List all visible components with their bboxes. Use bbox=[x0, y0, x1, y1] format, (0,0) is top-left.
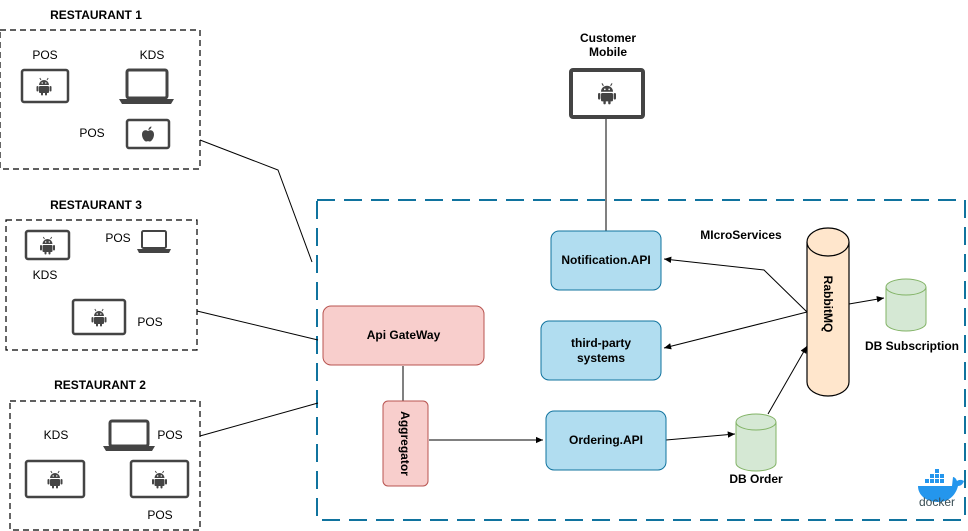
restaurant-1-label-pos: POS bbox=[32, 48, 57, 62]
restaurant-3-title: RESTAURANT 3 bbox=[50, 198, 142, 212]
dborder-rabbitmq-arrow bbox=[767, 345, 808, 415]
third-party-label-line2: systems bbox=[577, 351, 625, 365]
restaurant-2-label-pos: POS bbox=[157, 428, 182, 442]
restaurant-1-boundary bbox=[0, 29, 201, 170]
rabbitmq-thirdparty-arrow bbox=[663, 311, 808, 350]
notification-api-label: Notification.API bbox=[561, 253, 650, 267]
laptop-icon bbox=[137, 230, 171, 253]
connectors bbox=[196, 119, 885, 444]
customer-label-line1: Customer bbox=[580, 31, 636, 45]
third-party-node: third-party systems bbox=[540, 320, 662, 381]
aggregator-label: Aggregator bbox=[398, 411, 412, 476]
tablet-android-icon bbox=[24, 459, 86, 499]
api-gateway-node: Api GateWay bbox=[322, 305, 485, 366]
restaurant-2-connector bbox=[199, 402, 319, 437]
customer-mobile-group: Customer Mobile bbox=[569, 31, 645, 119]
restaurant-2-label-pos-2: POS bbox=[147, 508, 172, 522]
db-subscription-label: DB Subscription bbox=[865, 339, 959, 353]
tablet-android-icon bbox=[569, 68, 645, 119]
tablet-android-icon bbox=[71, 298, 127, 336]
microservices-label: MIcroServices bbox=[700, 228, 782, 242]
docker-icon: docker bbox=[918, 469, 964, 509]
restaurant-3-label-kds: KDS bbox=[33, 268, 58, 282]
restaurant-1-group: RESTAURANT 1 POS KDS POS bbox=[0, 8, 201, 170]
ordering-api-node: Ordering.API bbox=[545, 410, 667, 471]
ordering-dborder-arrow bbox=[665, 431, 736, 441]
rabbitmq-dbsubscription-arrow bbox=[848, 296, 885, 305]
restaurant-2-title: RESTAURANT 2 bbox=[54, 378, 146, 392]
rabbitmq-label: RabbitMQ bbox=[821, 276, 835, 333]
api-gateway-label: Api GateWay bbox=[367, 328, 441, 342]
restaurant-3-boundary bbox=[5, 219, 198, 351]
tablet-android-icon bbox=[24, 229, 71, 261]
rabbitmq-notification-arrow bbox=[663, 256, 808, 313]
restaurant-3-label-pos: POS bbox=[105, 231, 130, 245]
rabbitmq-queue-node: RabbitMQ bbox=[806, 227, 850, 397]
aggregator-node: Aggregator bbox=[382, 400, 429, 487]
restaurant-2-boundary bbox=[9, 400, 201, 531]
db-order-label: DB Order bbox=[729, 472, 783, 486]
laptop-icon bbox=[119, 68, 174, 104]
customer-label-line2: Mobile bbox=[589, 45, 627, 59]
laptop-icon bbox=[103, 419, 155, 451]
tablet-android-icon bbox=[129, 459, 190, 499]
restaurant-1-label-pos-2: POS bbox=[79, 126, 104, 140]
restaurant-1-connector bbox=[199, 139, 313, 263]
restaurant-3-label-pos-2: POS bbox=[137, 315, 162, 329]
restaurant-3-connector bbox=[196, 310, 319, 341]
db-order-node: DB Order bbox=[729, 413, 783, 486]
tablet-apple-icon bbox=[125, 118, 171, 150]
restaurant-2-group: RESTAURANT 2 KDS POS POS bbox=[9, 378, 201, 531]
third-party-label-line1: third-party bbox=[571, 336, 631, 350]
restaurant-2-label-kds: KDS bbox=[44, 428, 69, 442]
docker-label: docker bbox=[919, 495, 955, 509]
restaurant-3-group: RESTAURANT 3 KDS POS POS bbox=[5, 198, 198, 351]
restaurant-1-label-kds: KDS bbox=[140, 48, 165, 62]
notification-api-node: Notification.API bbox=[550, 230, 662, 291]
ordering-api-label: Ordering.API bbox=[569, 433, 643, 447]
restaurant-1-title: RESTAURANT 1 bbox=[50, 8, 142, 22]
tablet-android-icon bbox=[20, 68, 70, 104]
microservices-boundary bbox=[316, 199, 966, 521]
db-subscription-node: DB Subscription bbox=[865, 278, 959, 353]
